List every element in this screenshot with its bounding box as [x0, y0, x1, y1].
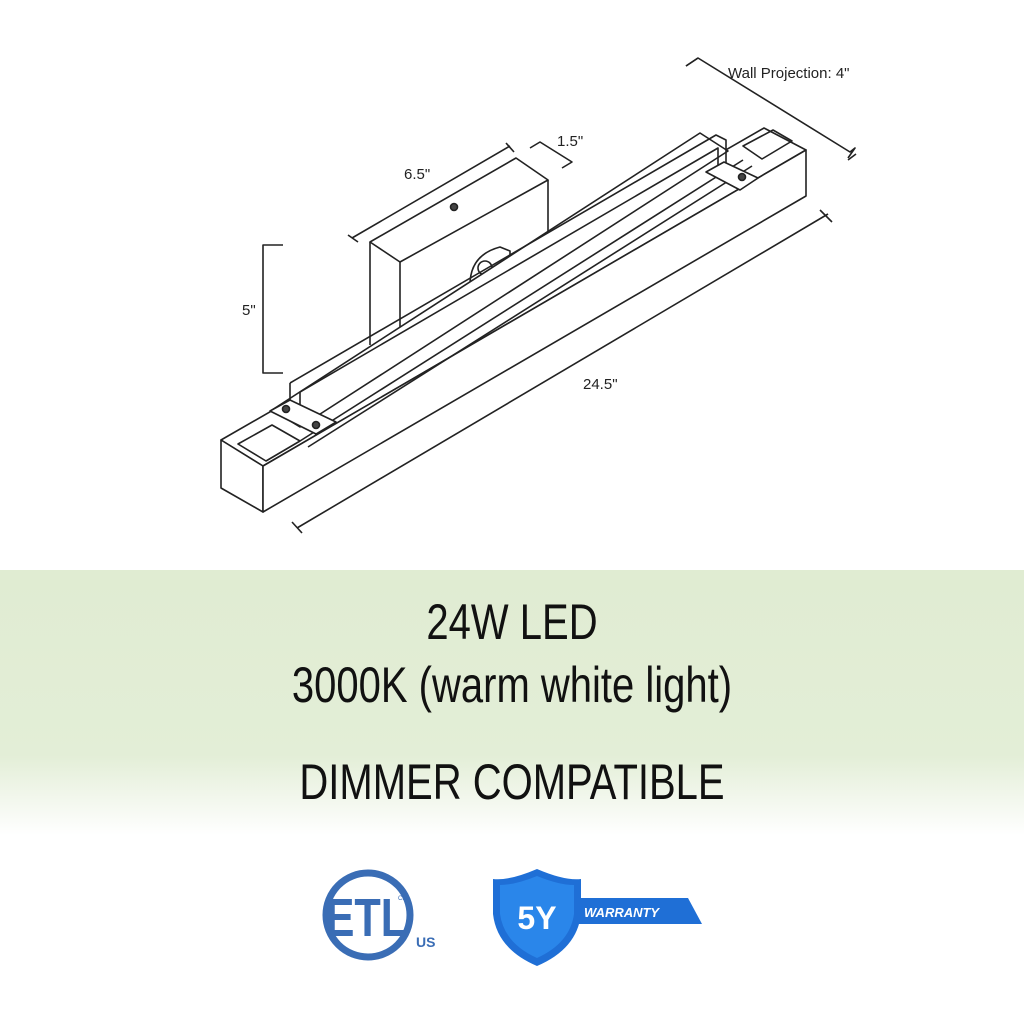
fixture-dimension-drawing: Wall Projection: 4" 1.5" 6.5" 5" 24.5" — [220, 57, 857, 534]
depth-label: 1.5" — [557, 133, 583, 150]
canopy-width-label: 6.5" — [404, 166, 430, 183]
wattage-text: 24W LED — [426, 594, 598, 650]
etl-listed-logo: ETL CM US — [322, 869, 435, 961]
height-label: 5" — [242, 302, 256, 319]
spec-band — [0, 570, 1024, 835]
length-label: 24.5" — [583, 376, 618, 393]
wall-projection-label: Wall Projection: 4" — [728, 65, 849, 82]
warranty-badge: 5Y WARRANTY — [493, 869, 702, 966]
arm-rod — [269, 132, 759, 435]
color-temp-text: 3000K (warm white light) — [291, 657, 733, 713]
certification-logos: ETL CM US 5Y WARRANTY — [322, 869, 702, 966]
svg-text:WARRANTY: WARRANTY — [584, 905, 660, 920]
svg-text:ETL: ETL — [326, 889, 408, 949]
svg-text:5Y: 5Y — [517, 900, 556, 936]
dimmer-text: DIMMER COMPATIBLE — [299, 754, 725, 810]
svg-text:CM: CM — [398, 896, 407, 902]
dimension-lines — [262, 57, 857, 534]
svg-text:US: US — [416, 934, 435, 950]
